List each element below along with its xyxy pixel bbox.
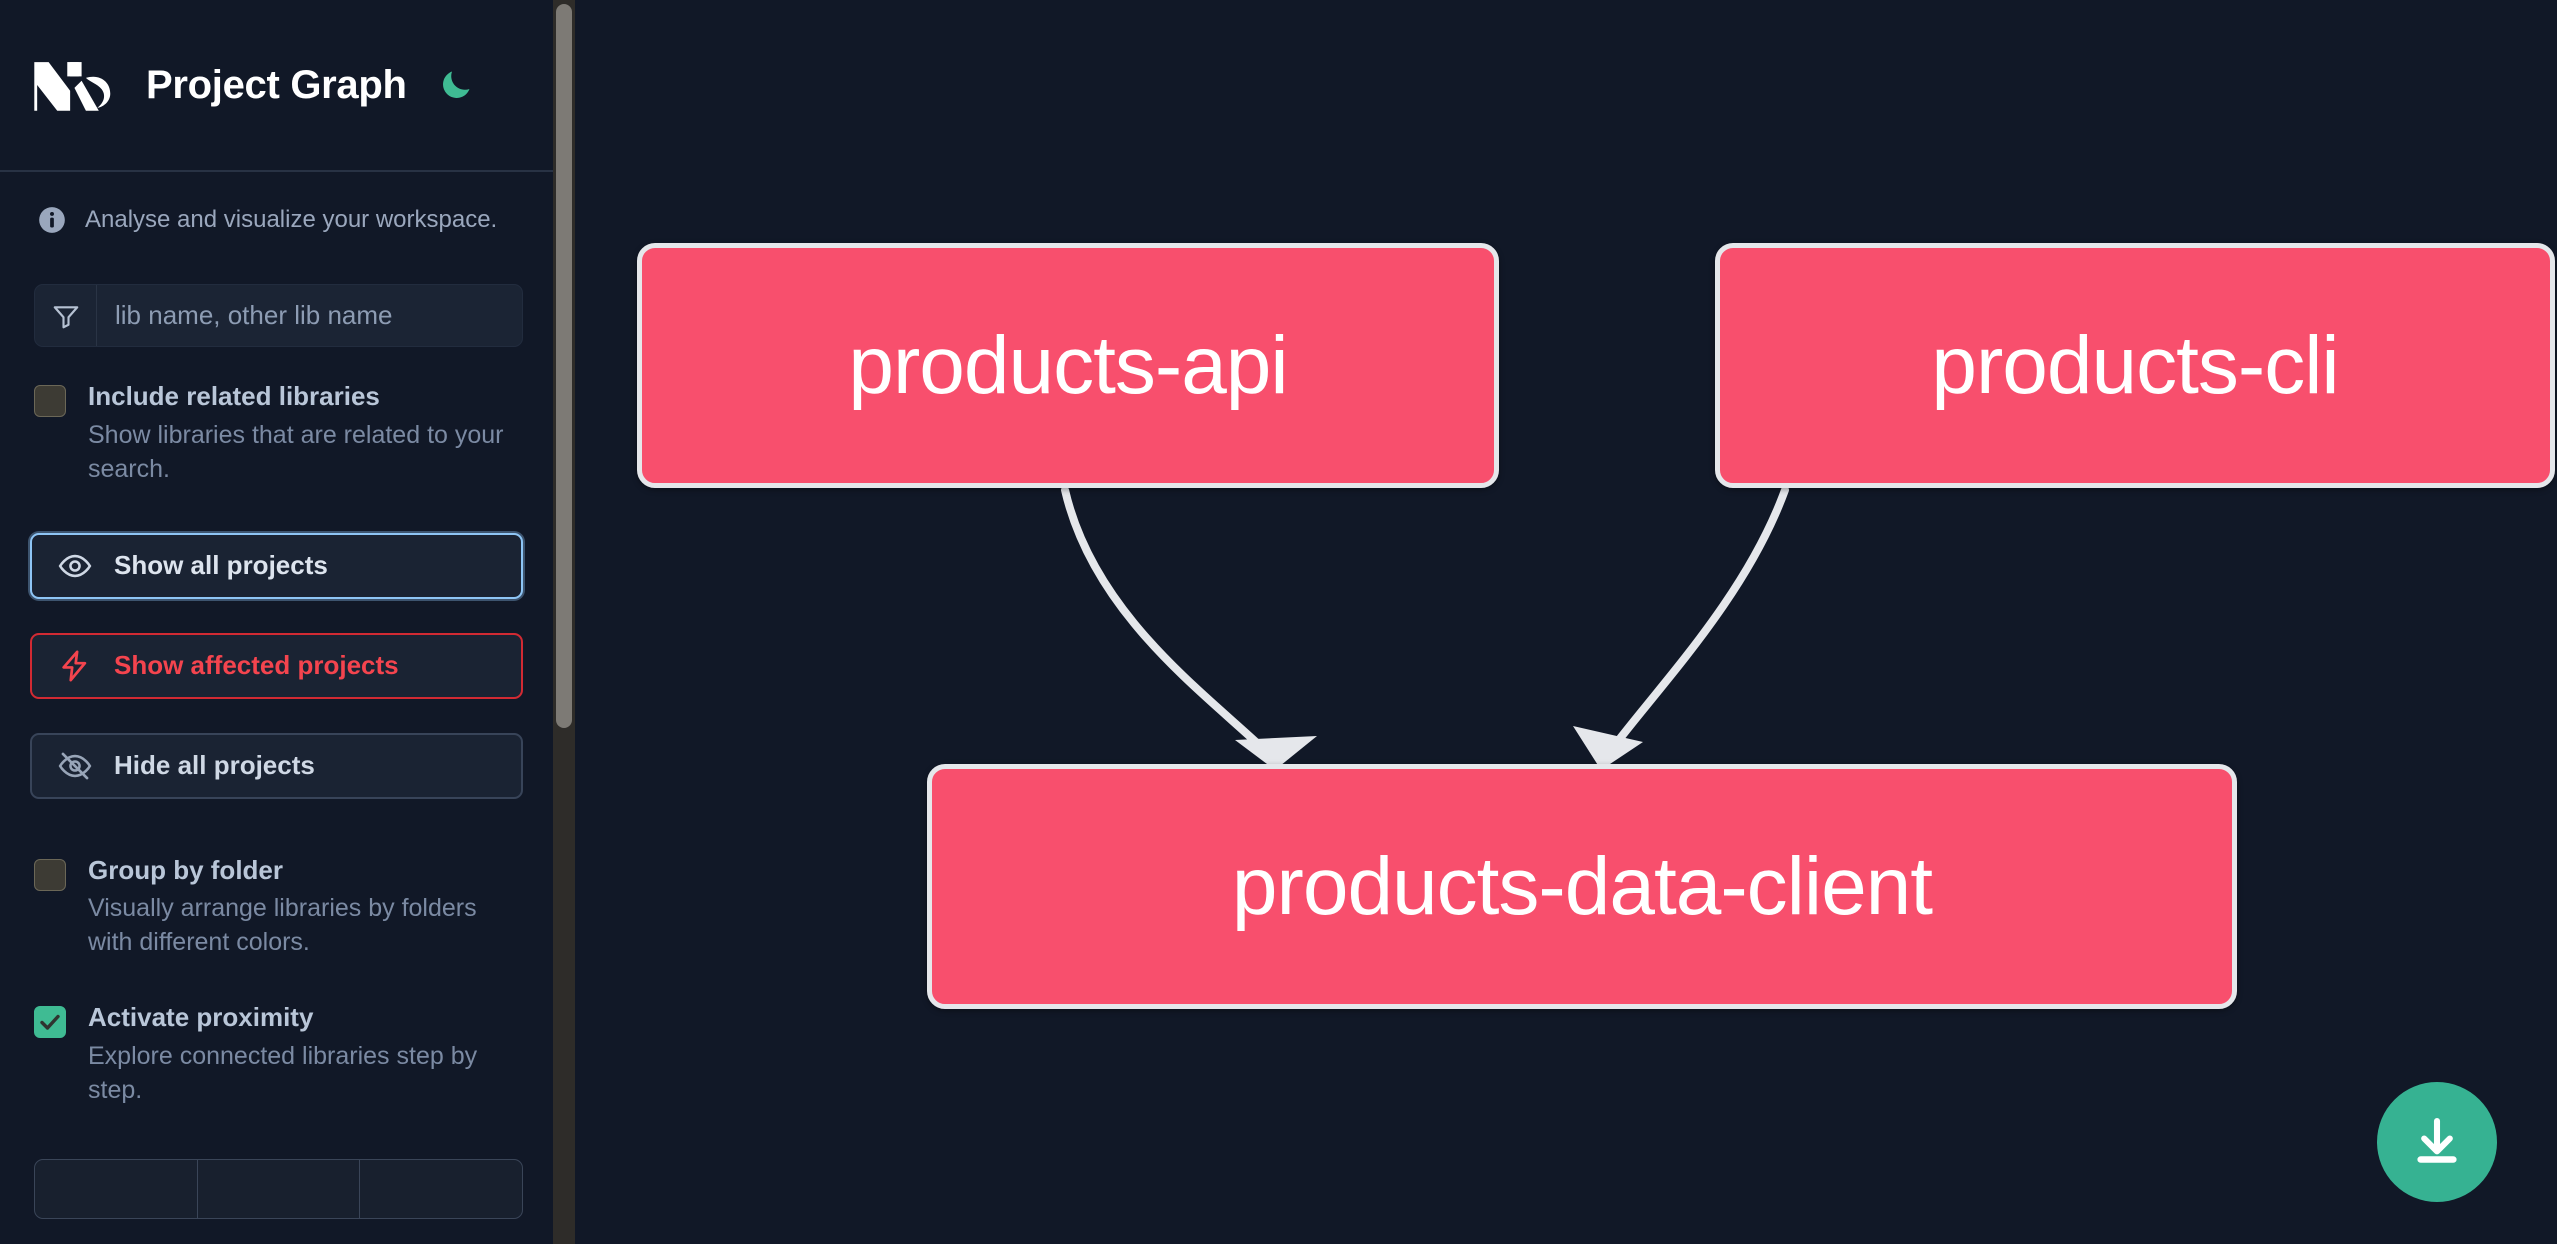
option-label: Include related libraries [88,381,380,411]
tagline: Analyse and visualize your workspace. [0,172,553,234]
info-icon [38,206,66,234]
option-description: Show libraries that are related to your … [88,420,504,483]
sidebar-scrollbar[interactable] [553,0,575,1244]
graph-node-label: products-api [848,319,1288,411]
segment-1[interactable] [35,1159,198,1218]
arrowhead-products-api-edge [1235,736,1317,770]
graph-node-products-data-client[interactable]: products-data-client [927,764,2237,1009]
graph-node-products-api[interactable]: products-api [637,243,1499,488]
show-all-projects-label: Show all projects [114,550,328,580]
show-all-projects-button[interactable]: Show all projects [30,532,523,599]
graph-node-products-cli[interactable]: products-cli [1715,243,2555,488]
segment-3[interactable] [360,1160,522,1218]
show-affected-projects-button[interactable]: Show affected projects [30,632,523,699]
eye-icon [58,554,92,577]
hide-all-projects-label: Hide all projects [114,750,315,780]
text-filter-segmented-control[interactable] [34,1158,523,1219]
moon-icon[interactable] [437,66,475,104]
graph-edges [1061,486,1789,770]
page-title: Project Graph [146,62,407,107]
checkbox-unchecked-icon[interactable] [34,385,66,417]
graph-node-label: products-data-client [1231,840,1933,932]
download-icon [2417,1117,2457,1163]
filter-funnel-icon [35,285,97,346]
nx-logo-icon [30,56,116,114]
option-group-by-folder[interactable]: Group by folder Visually arrange librari… [0,854,553,960]
checkbox-checked-icon[interactable] [34,1006,66,1038]
option-description: Visually arrange libraries by folders wi… [88,894,477,956]
graph-node-label: products-cli [1931,319,2339,411]
scrollbar-thumb[interactable] [556,4,572,728]
arrowhead-products-cli-edge [1573,726,1643,770]
sidebar: Project Graph Analyse and visualize your… [0,0,575,1244]
eye-slash-icon [58,752,92,779]
download-graph-button[interactable] [2377,1082,2497,1202]
search-input[interactable] [97,285,522,346]
sidebar-content: Project Graph Analyse and visualize your… [0,0,575,1244]
hide-all-projects-button[interactable]: Hide all projects [30,732,523,799]
sidebar-header: Project Graph [0,0,553,172]
option-description: Explore connected libraries step by step… [88,1041,478,1104]
option-include-related-libraries[interactable]: Include related libraries Show libraries… [0,380,553,486]
search-box[interactable] [34,284,523,347]
show-affected-projects-label: Show affected projects [114,650,399,680]
checkbox-unchecked-icon[interactable] [34,858,66,891]
option-label: Activate proximity [88,1002,314,1032]
edge-products-cli-to-products-data-client [1601,486,1789,762]
graph-canvas[interactable]: products-api products-cli products-data-… [575,0,2557,1244]
tagline-text: Analyse and visualize your workspace. [85,206,498,233]
edge-products-api-to-products-data-client [1061,486,1279,764]
option-label: Group by folder [88,854,283,885]
segment-2[interactable] [198,1159,361,1218]
option-activate-proximity[interactable]: Activate proximity Explore connected lib… [0,1001,553,1107]
lightning-bolt-icon [62,649,87,682]
